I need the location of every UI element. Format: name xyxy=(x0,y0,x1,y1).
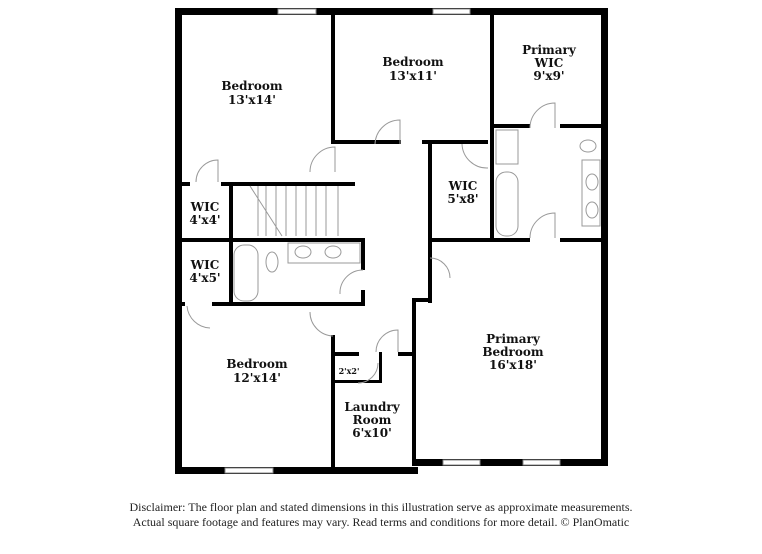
svg-text:WIC: WIC xyxy=(534,56,564,70)
svg-text:Laundry: Laundry xyxy=(344,400,400,414)
svg-text:Bedroom: Bedroom xyxy=(382,55,443,69)
svg-text:WIC: WIC xyxy=(190,200,220,214)
svg-text:6'x10': 6'x10' xyxy=(352,426,392,440)
walls xyxy=(175,8,608,474)
room-bedroom-13x11: Bedroom 13'x11' xyxy=(382,55,443,83)
svg-text:Bedroom: Bedroom xyxy=(221,79,282,93)
svg-text:13'x11': 13'x11' xyxy=(389,69,437,83)
svg-text:16'x18': 16'x18' xyxy=(489,358,537,372)
room-closet-2x2: 2'x2' xyxy=(339,366,360,376)
disclaimer-line-2: Actual square footage and features may v… xyxy=(132,515,630,529)
svg-text:Primary: Primary xyxy=(486,332,541,346)
svg-text:9'x9': 9'x9' xyxy=(533,69,564,83)
svg-text:4'x5': 4'x5' xyxy=(189,271,220,285)
svg-text:Primary: Primary xyxy=(522,43,577,57)
svg-text:5'x8': 5'x8' xyxy=(447,192,478,206)
svg-text:Bedroom: Bedroom xyxy=(226,357,287,371)
doors xyxy=(186,102,556,384)
room-bedroom-12x14: Bedroom 12'x14' xyxy=(226,357,287,385)
room-primary-bedroom: Primary Bedroom 16'x18' xyxy=(482,332,543,372)
svg-text:4'x4': 4'x4' xyxy=(189,213,220,227)
disclaimer: Disclaimer: The floor plan and stated di… xyxy=(0,500,762,530)
room-wic-4x4: WIC 4'x4' xyxy=(189,200,220,227)
room-primary-wic: Primary WIC 9'x9' xyxy=(522,43,577,83)
svg-text:Room: Room xyxy=(353,413,392,427)
svg-text:12'x14': 12'x14' xyxy=(233,371,281,385)
room-bedroom-13x14: Bedroom 13'x14' xyxy=(221,79,282,107)
svg-text:Bedroom: Bedroom xyxy=(482,345,543,359)
svg-text:WIC: WIC xyxy=(190,258,220,272)
svg-text:2'x2': 2'x2' xyxy=(339,366,360,376)
windows xyxy=(224,8,561,474)
room-laundry: Laundry Room 6'x10' xyxy=(344,400,400,440)
room-wic-4x5: WIC 4'x5' xyxy=(189,258,220,285)
svg-text:WIC: WIC xyxy=(448,179,478,193)
disclaimer-line-1: Disclaimer: The floor plan and stated di… xyxy=(129,500,633,514)
fixtures xyxy=(233,129,601,302)
svg-text:13'x14': 13'x14' xyxy=(228,93,276,107)
room-wic-5x8: WIC 5'x8' xyxy=(447,179,478,206)
